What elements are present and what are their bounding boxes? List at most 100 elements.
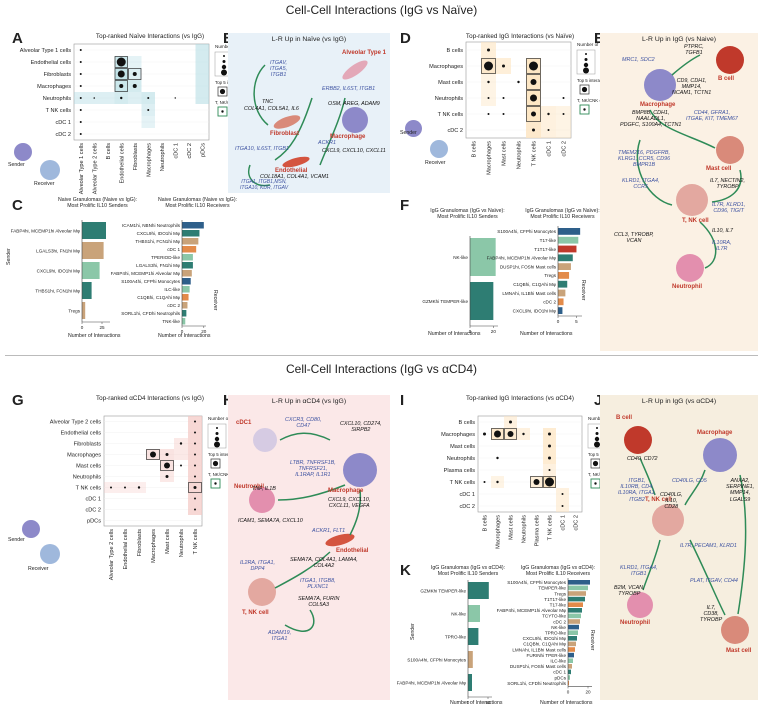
panel-g-row-label: Endothelial cells [61, 431, 102, 437]
panel-a-dot [79, 133, 82, 135]
panel-b-cell-fibroblast: Fibroblast [270, 131, 300, 137]
panel-k-right-bar-label: TPRO-like [545, 631, 567, 636]
panel-i-col-label: cDC 2 [574, 515, 580, 531]
panel-e-genes-12: IL10RA, IL7R [712, 240, 732, 253]
panel-d-top5-box [526, 90, 541, 106]
panel-d-dot [562, 113, 565, 115]
panel-c-right-bar-label: ICAM1hi, NBNhi Neutrophils [122, 223, 181, 228]
panel-d-row-label: Mast cells [438, 80, 463, 86]
panel-k-left-xlabel: Number of Interactions [450, 700, 503, 706]
panel-j-cell-macrophage: Macrophage [697, 430, 733, 436]
panel-c-right-bar [182, 246, 197, 253]
panel-b-genes-10: ITGA1, ITGB1,MSN, ITGA10, KDR, ITGAV [240, 179, 289, 191]
panel-g-col-label: Mast cells [165, 529, 171, 554]
panel-a-top5-box [128, 68, 142, 80]
panel-a-dot [79, 49, 82, 51]
panel-k-right-xlabel: Number of Interactions [540, 700, 593, 706]
panel-a-col-label: Macrophages [146, 143, 152, 177]
panel-a-row-label: Neutrophils [43, 96, 71, 102]
panel-i-dot [548, 432, 551, 436]
panel-k-right-bar-label: T17-like [550, 603, 567, 608]
panel-a-col-label: pDCs [200, 143, 206, 157]
panel-a-dot [174, 97, 176, 99]
panel-label-f: F [400, 197, 410, 214]
panel-g-dot [124, 486, 126, 489]
panel-k-left-bar-label: TPRO-like [445, 634, 467, 639]
panel-g-row-label: cDC 1 [85, 497, 101, 503]
panel-g-plot-frame [103, 415, 203, 527]
panel-d-row-label: cDC 2 [447, 128, 463, 134]
panel-c-right-title: Naive Granulomas (Naive vs IgG): Most Pr… [158, 197, 237, 209]
panel-a-legend-dot [221, 64, 227, 70]
panel-k-right-bar-label: SORL1hi, CFDhi Neutrophils [507, 681, 566, 686]
panel-g-col-label: T NK cells [193, 529, 199, 555]
panel-h-genes-11: SEMA7A, FURIN COL5A3 [298, 596, 340, 609]
panel-i-dot [496, 480, 499, 484]
panel-i-dot [561, 505, 564, 507]
panel-k-right-title: IgG Granulomas (IgG vs αCD4): Most Proli… [520, 565, 596, 577]
panel-k-right-bar [568, 619, 580, 624]
panel-g-dot [110, 486, 112, 489]
panel-k-right-bar [568, 624, 579, 630]
receiver-label-d: Receiver [425, 160, 446, 166]
panel-k-right-bar [568, 680, 569, 686]
panel-d-row-label: B cells [447, 48, 464, 54]
panel-h-cell-cdc1: cDC1 [236, 420, 252, 426]
panel-i-top5-box [543, 476, 556, 488]
panel-c-left-tick-label: 25 [99, 325, 105, 330]
panel-b-genes-3: COL4A1, COL5A1, IL6 [244, 106, 299, 112]
panel-b-cell-endothelial: Endothelial [275, 168, 308, 174]
panel-i-legend-dot [594, 436, 600, 442]
panel-c-right-bar [182, 294, 189, 301]
panel-d-top5-box [526, 58, 541, 74]
panel-k-left-bar-label: NK-like [451, 611, 466, 616]
panel-c-right-bar-label: TPERIOD-like [151, 255, 180, 260]
panel-b-genes-5: OSM, AREG, ADAM9 [328, 101, 380, 107]
panel-b-cell-at1: Alveolar Type 1 [342, 50, 386, 56]
panel-d-dot [484, 61, 493, 71]
panel-h-genes-12: ADAM19, ITGA1 [268, 630, 292, 643]
panel-e-genes-6: IL7, NECTIN2, TYROBP [710, 178, 746, 191]
panel-a-legend-dot [223, 55, 225, 57]
panel-a-dot [147, 109, 150, 111]
panel-d-col-label: cDC 1 [547, 141, 553, 157]
panel-a-cell-shade [195, 44, 209, 56]
panel-c-left-bar-label: CXCL9hi, IDO1hi Mφ [37, 268, 80, 273]
panel-h-cell-macrophage: Macrophage [328, 488, 364, 494]
panel-k-right-bar [568, 613, 581, 619]
panel-g-row-label: Alveolar Type 2 cells [50, 420, 101, 426]
panel-g-col-label: Fibroblasts [137, 529, 143, 557]
sender-label-a: Sender [8, 162, 25, 168]
panel-c-right-bar [182, 254, 193, 261]
panel-d-dot [547, 112, 550, 116]
panel-f-right-xlabel: Number of Interactions [520, 331, 573, 337]
panel-a-legend-dot [222, 60, 226, 63]
panel-f-right-bar [558, 254, 573, 262]
panel-g-dot [194, 475, 196, 478]
sender-cell-icon [22, 520, 40, 538]
panel-label-j: J [594, 392, 603, 409]
panel-g-dot [194, 431, 196, 434]
panel-f-right-bar [558, 272, 570, 279]
panel-e-cell-b: B cell [718, 76, 735, 82]
panel-k-right-bar [568, 652, 574, 658]
panel-c-right-bar [182, 278, 191, 285]
panel-j-cell-mast: Mast cell [726, 648, 752, 654]
panel-k-right-bar [568, 591, 586, 596]
panel-a-cell-shade [128, 56, 142, 68]
panel-f-right-bar-label: DUSP1hi, FOShi Mast cells [500, 264, 557, 269]
panel-d-col-label: Mast cells [502, 141, 508, 166]
bottom-title: Cell-Cell Interactions (IgG vs αCD4) [286, 362, 477, 376]
panel-f-left-bar-label: GZMKhi TEMPER-like [422, 299, 468, 304]
panel-j-title: L-R Up in IgG (vs αCD4) [641, 398, 717, 405]
panel-d-dot [530, 94, 537, 102]
panel-h-cell-tnk: T, NK cell [242, 610, 269, 616]
panel-f-right-bar [558, 280, 568, 288]
panel-k-receiver-axis: Receiver [589, 630, 595, 651]
panel-c-right-bar-label: S100A4hi, CFPhi Monocytes [121, 279, 180, 284]
panel-label-g: G [12, 392, 24, 409]
panel-g-dot [179, 442, 183, 445]
